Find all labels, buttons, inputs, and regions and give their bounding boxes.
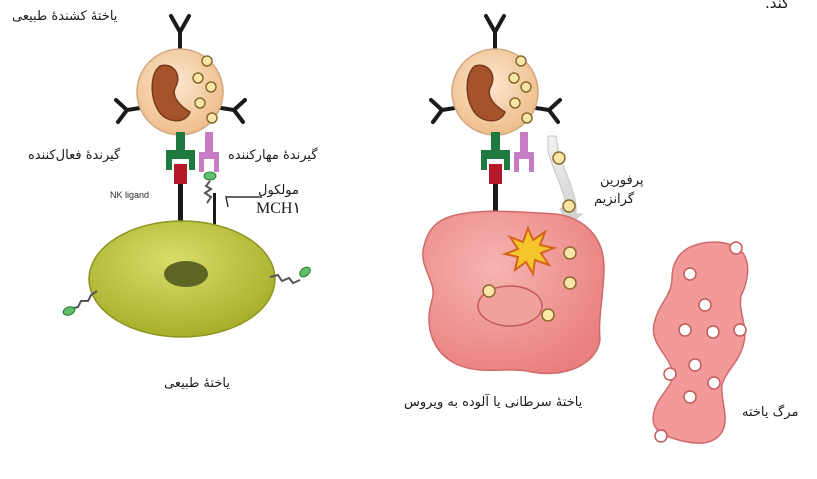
target-cell	[423, 211, 604, 373]
killer-cell-label: یاختهٔ کشندهٔ طبیعی	[12, 10, 117, 23]
normal-cell-mhc-right	[270, 265, 312, 283]
right-nk-cell	[431, 16, 560, 135]
perforin-label: پرفورین	[600, 174, 644, 187]
inhibitory-receptor-label: گیرندهٔ مهارکننده	[228, 149, 318, 162]
mhc-code-label: MCH۱	[256, 201, 301, 217]
nk-ligand-label: NK ligand	[110, 191, 149, 200]
right-y-receptor-top	[486, 16, 504, 50]
right-inhibitory-receptor	[514, 132, 534, 172]
dying-cell	[653, 242, 748, 443]
mhc-molecule-label: مولکول	[258, 184, 299, 197]
right-y-receptor-right	[536, 100, 560, 122]
left-normal-cell	[62, 221, 312, 337]
dying-cell-body	[653, 242, 748, 443]
secretion-arrow	[548, 136, 582, 226]
left-red-ligand	[174, 164, 187, 184]
granzyme-label: گرانزیم	[594, 193, 634, 206]
released-granule-1	[553, 152, 565, 164]
corner-text-fragment: کند.	[765, 0, 789, 11]
right-red-ligand	[489, 164, 502, 184]
normal-cell-nucleus	[164, 261, 208, 287]
right-y-receptor-left	[431, 100, 455, 122]
normal-cell-mhc-left	[62, 291, 97, 317]
activating-receptor-label: گیرندهٔ فعال‌کننده	[28, 149, 120, 162]
left-activating-receptor	[166, 132, 195, 232]
left-y-receptor-top	[171, 16, 189, 50]
normal-cell-label: یاختهٔ طبیعی	[164, 377, 230, 390]
left-y-receptor-right	[221, 100, 245, 122]
infected-cell-label: یاختهٔ سرطانی یا آلوده به ویروس	[404, 396, 582, 409]
left-nk-cell	[116, 16, 245, 135]
left-y-receptor-left	[116, 100, 140, 122]
left-mhc-molecule	[204, 172, 216, 228]
left-inhibitory-receptor	[199, 132, 219, 172]
cell-death-label: مرگ یاخته	[742, 406, 798, 419]
released-granule-2	[563, 200, 575, 212]
